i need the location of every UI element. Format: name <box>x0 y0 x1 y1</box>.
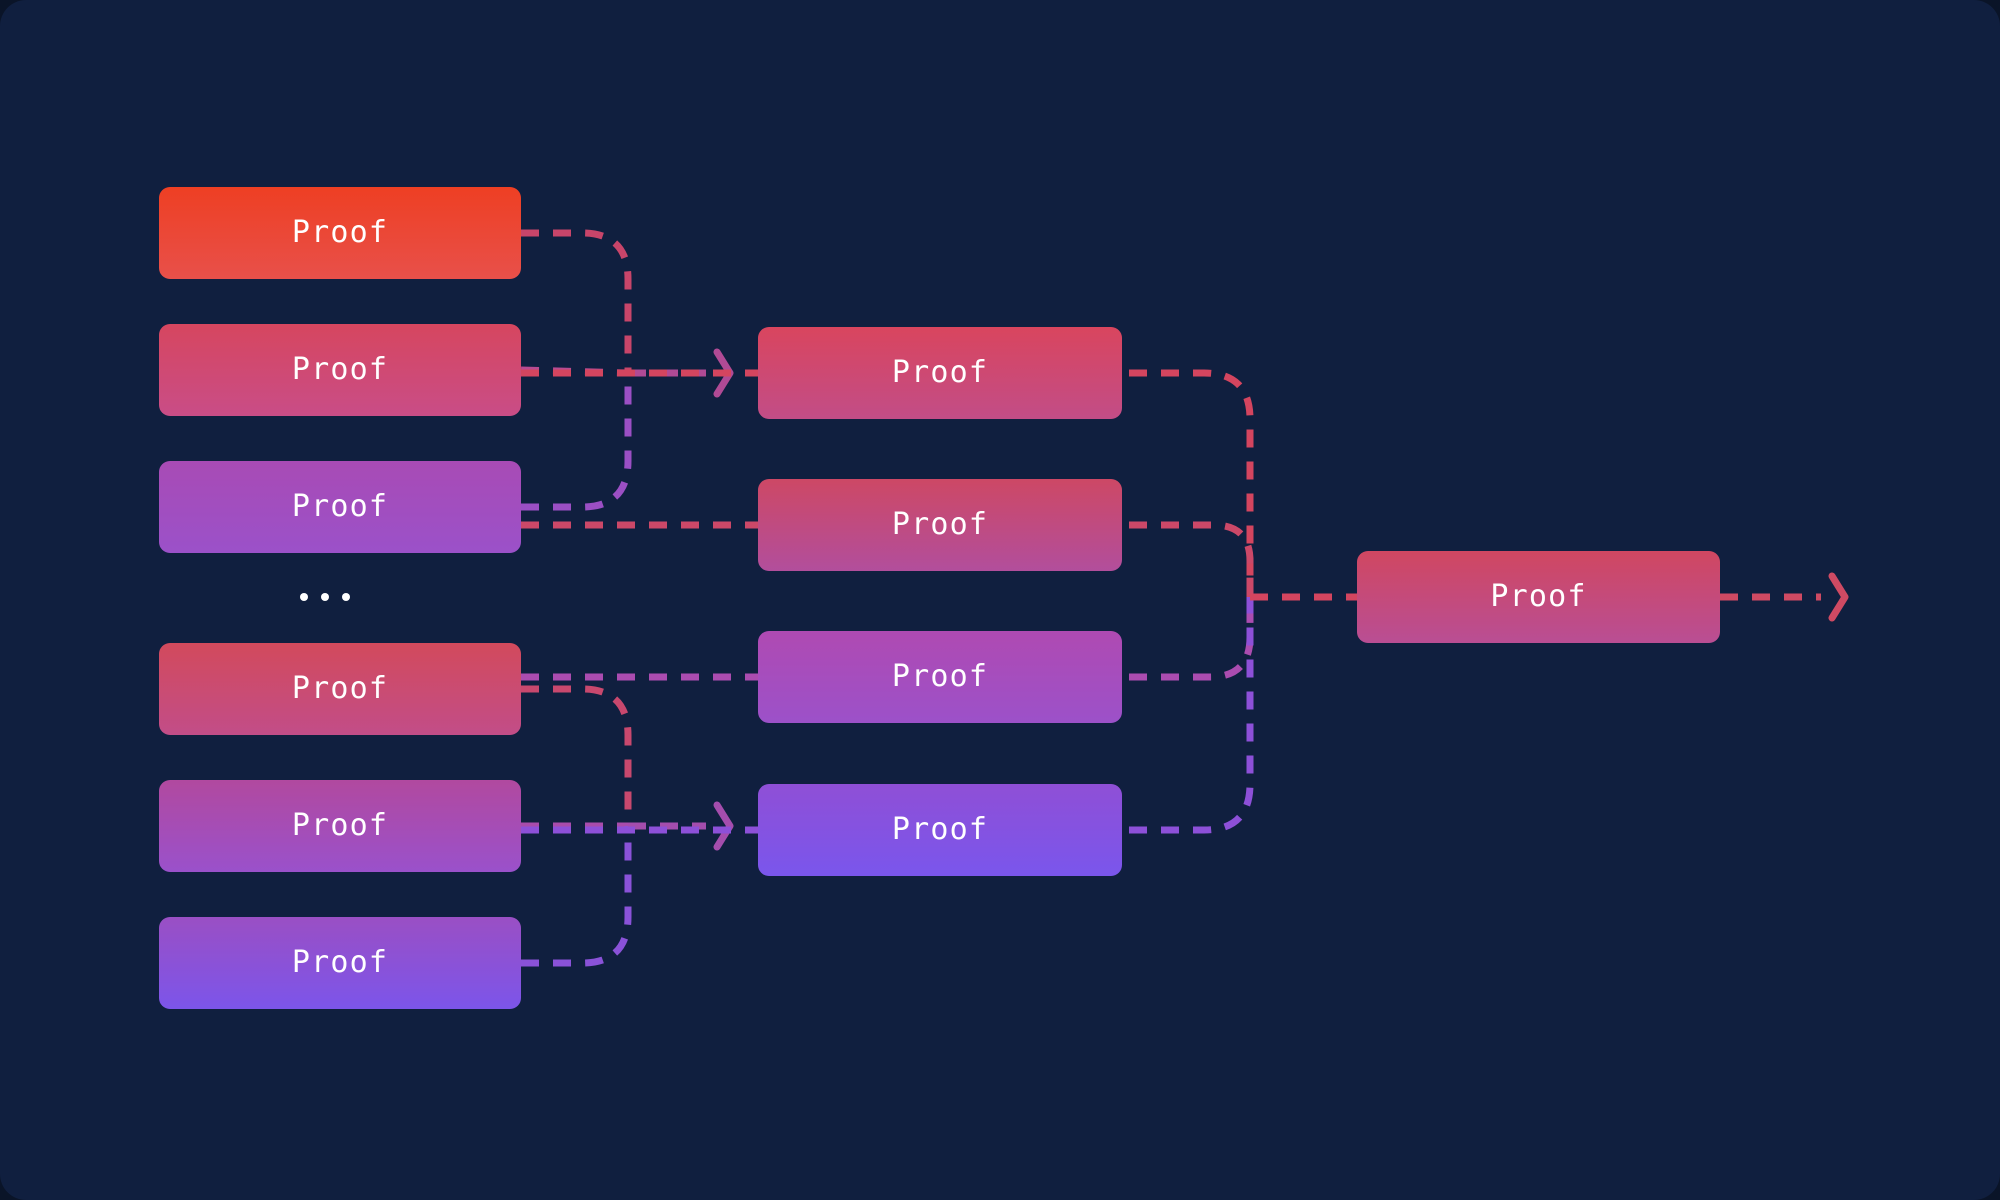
proof-box-leaf-3[interactable]: Proof <box>159 461 521 553</box>
connector-wire <box>521 685 632 826</box>
proof-box-leaf-5[interactable]: Proof <box>159 780 521 872</box>
proof-box-mid-4[interactable]: Proof <box>758 784 1122 876</box>
proof-box-label: Proof <box>891 355 989 390</box>
proof-box-label: Proof <box>891 812 989 847</box>
connector-wire <box>520 366 629 377</box>
proof-box-leaf-1[interactable]: Proof <box>159 187 521 279</box>
connector-wire <box>521 229 632 373</box>
proof-box-label: Proof <box>891 659 989 694</box>
exit-arrow-icon <box>1828 572 1849 622</box>
ellipsis-dot <box>321 593 329 601</box>
connector-wire <box>521 373 632 511</box>
proof-box-mid-2[interactable]: Proof <box>758 479 1122 571</box>
proof-box-root[interactable]: Proof <box>1357 551 1720 643</box>
connector-arrow-icon <box>713 801 734 851</box>
proof-box-label: Proof <box>291 489 389 524</box>
ellipsis-dot <box>342 593 350 601</box>
proof-box-label: Proof <box>291 352 389 387</box>
proof-box-label: Proof <box>291 215 389 250</box>
proof-box-leaf-2[interactable]: Proof <box>159 324 521 416</box>
proof-box-leaf-4[interactable]: Proof <box>159 643 521 735</box>
proof-box-label: Proof <box>291 945 389 980</box>
proof-box-label: Proof <box>891 507 989 542</box>
proof-box-label: Proof <box>291 671 389 706</box>
proof-box-label: Proof <box>291 808 389 843</box>
proof-box-label: Proof <box>1490 579 1587 614</box>
proof-box-mid-1[interactable]: Proof <box>758 327 1122 419</box>
ellipsis-dot <box>300 593 308 601</box>
connector-arrow-icon <box>713 348 734 398</box>
ellipsis-dots <box>300 593 350 601</box>
proof-box-leaf-6[interactable]: Proof <box>159 917 521 1009</box>
proof-box-mid-3[interactable]: Proof <box>758 631 1122 723</box>
connector-wire <box>521 826 632 967</box>
